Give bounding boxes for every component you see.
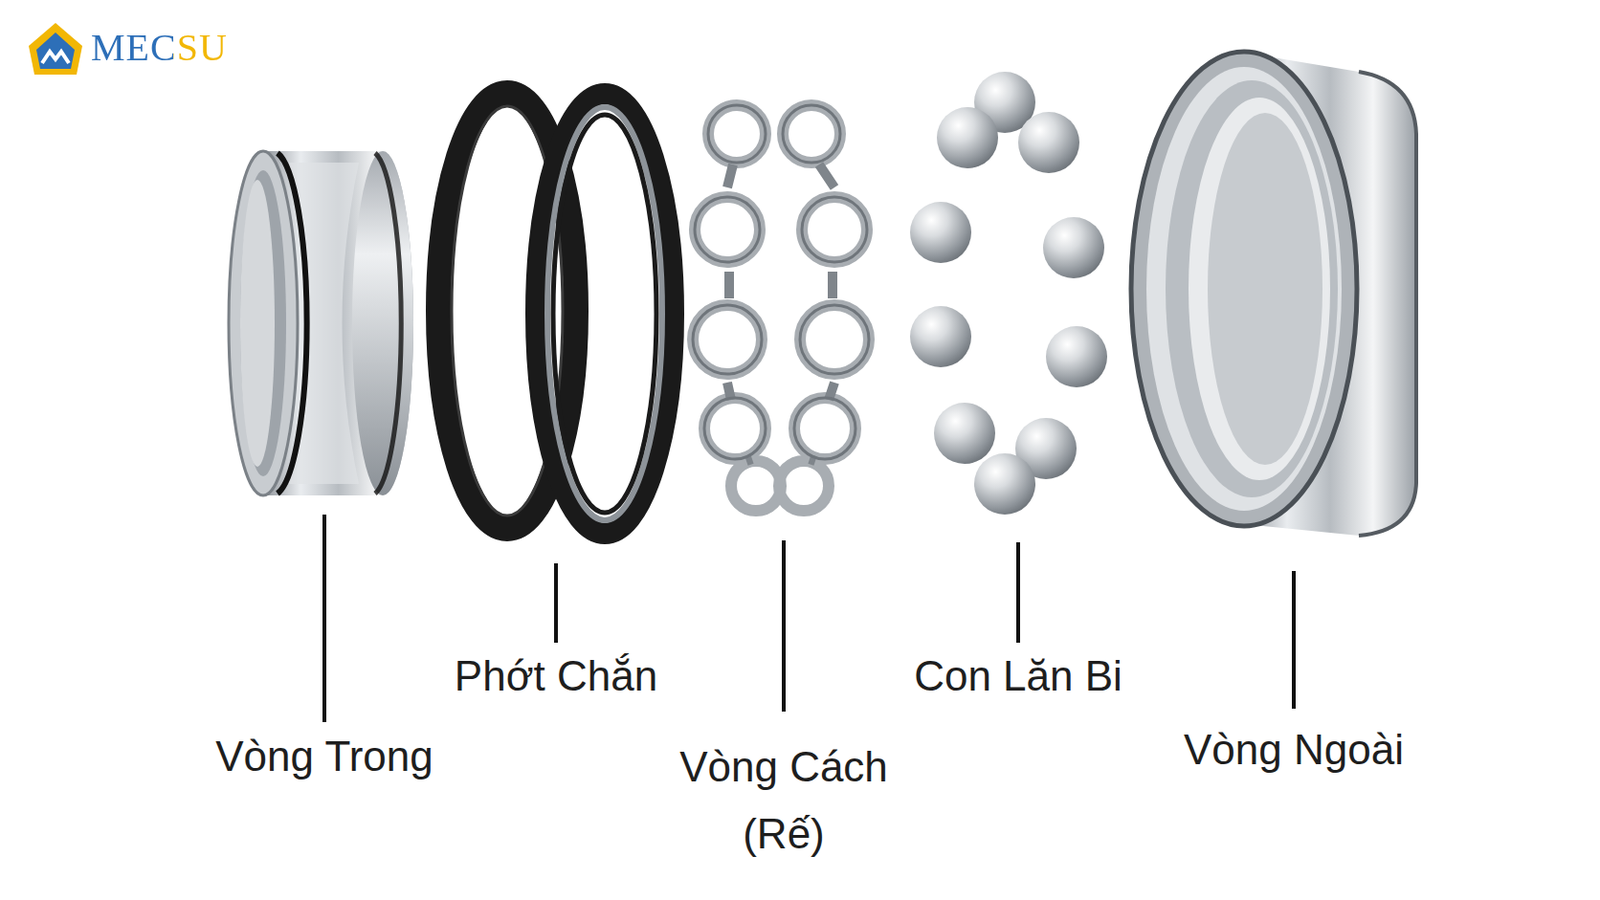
part-label: Vòng Trong xyxy=(215,730,434,784)
part-label: Con Lăn Bi xyxy=(913,649,1123,704)
part-label: Vòng Cách (Rế) xyxy=(644,733,923,868)
logo-text: MECSU xyxy=(90,24,228,71)
leader-line xyxy=(324,514,1294,723)
logo-icon xyxy=(28,22,83,75)
part-label: Phớt Chắn xyxy=(454,649,658,704)
outer-ring xyxy=(1131,51,1417,536)
part-label: Vòng Ngoài xyxy=(1183,723,1404,778)
ball xyxy=(910,71,1108,515)
inner-ring xyxy=(228,151,414,496)
cage xyxy=(692,105,869,512)
seal xyxy=(535,93,674,534)
